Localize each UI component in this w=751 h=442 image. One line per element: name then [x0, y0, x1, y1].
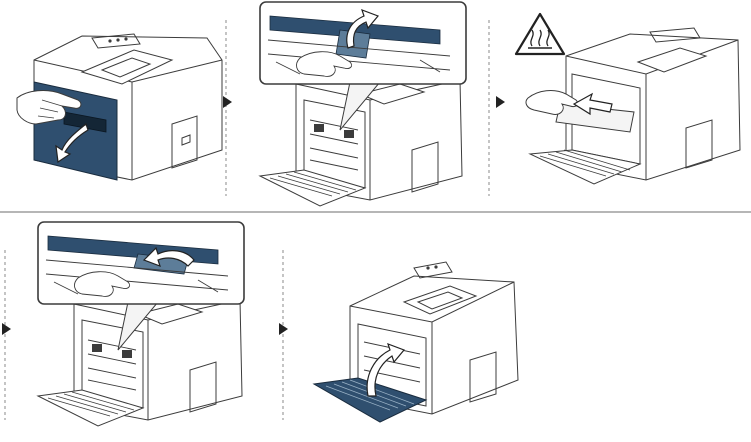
step-1-open-rear-cover [16, 33, 223, 181]
output-tray [636, 47, 708, 73]
output-tray [358, 83, 426, 105]
control-panel [649, 27, 701, 43]
output-tray [80, 49, 174, 85]
side-panel [171, 115, 198, 169]
rear-door-ribs [47, 391, 135, 417]
fuser-lever [344, 130, 354, 138]
step-2-lower-fuser-levers [258, 1, 467, 207]
curved-arrow-down-icon [55, 122, 89, 164]
side-panel [685, 119, 713, 169]
step-arrow-icon [223, 96, 232, 108]
fuser-unit [87, 339, 137, 391]
fuser-closeup-frame [267, 39, 451, 75]
step-arrow-icon [496, 96, 505, 108]
rear-door-ribs [539, 149, 631, 177]
step-3-pull-paper-out [514, 12, 741, 185]
control-panel [91, 33, 141, 49]
curved-arrow-up-icon [346, 8, 380, 49]
step-arrow-icon [2, 323, 11, 335]
step-4-raise-fuser-levers [36, 221, 245, 427]
rear-door-open [528, 149, 642, 185]
panel-button [108, 39, 112, 43]
rear-door-ribs [269, 171, 357, 197]
panel-button [426, 266, 430, 270]
fuser-lever [92, 344, 102, 352]
curved-arrow-left-icon [142, 246, 195, 268]
panel-button [116, 38, 120, 42]
fuser-lever [122, 350, 132, 358]
output-tray-extension [100, 57, 152, 78]
control-panel [413, 261, 453, 279]
side-vent [181, 134, 191, 146]
output-tray-extension [416, 291, 464, 310]
rear-door-ribs [325, 379, 415, 411]
output-tray [402, 285, 478, 315]
hand-icon [74, 271, 131, 297]
arrow-left-icon [572, 92, 613, 116]
side-panel [189, 361, 217, 413]
hand-icon [296, 51, 353, 77]
side-panel [469, 351, 497, 403]
rear-door-open [36, 389, 145, 427]
curved-arrow-up-icon [366, 342, 406, 397]
hand-icon [525, 90, 579, 115]
step-arrow-icon [279, 323, 288, 335]
heat-waves [530, 29, 550, 47]
output-tray [136, 303, 204, 325]
rear-cover-slot [63, 111, 107, 133]
side-panel [411, 141, 439, 193]
fuser-unit [309, 119, 359, 171]
fuser-closeup-frame [45, 259, 229, 295]
panel-button [124, 37, 128, 41]
hot-surface-warning-icon [514, 12, 566, 56]
panel-button [434, 265, 438, 269]
hand-finger-lines [37, 99, 63, 119]
rear-door-open [258, 169, 367, 207]
rear-door-highlight [312, 377, 428, 423]
fuser-lever [314, 124, 324, 132]
step-5-close-rear-cover [312, 261, 519, 423]
